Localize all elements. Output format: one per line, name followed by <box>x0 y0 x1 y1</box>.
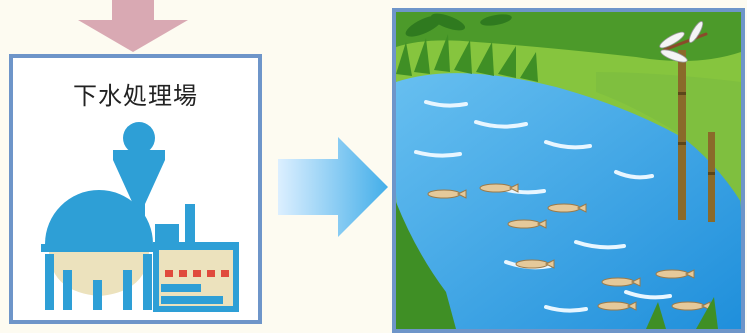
sewage-plant-panel: 下水処理場 <box>9 54 262 324</box>
sewage-treatment-plant-icon <box>35 120 241 316</box>
river-scene-illustration <box>396 12 741 329</box>
plant-title: 下水処理場 <box>13 76 258 111</box>
clean-river-panel <box>392 8 745 333</box>
flow-arrow <box>278 137 388 237</box>
down-arrow <box>78 0 188 52</box>
